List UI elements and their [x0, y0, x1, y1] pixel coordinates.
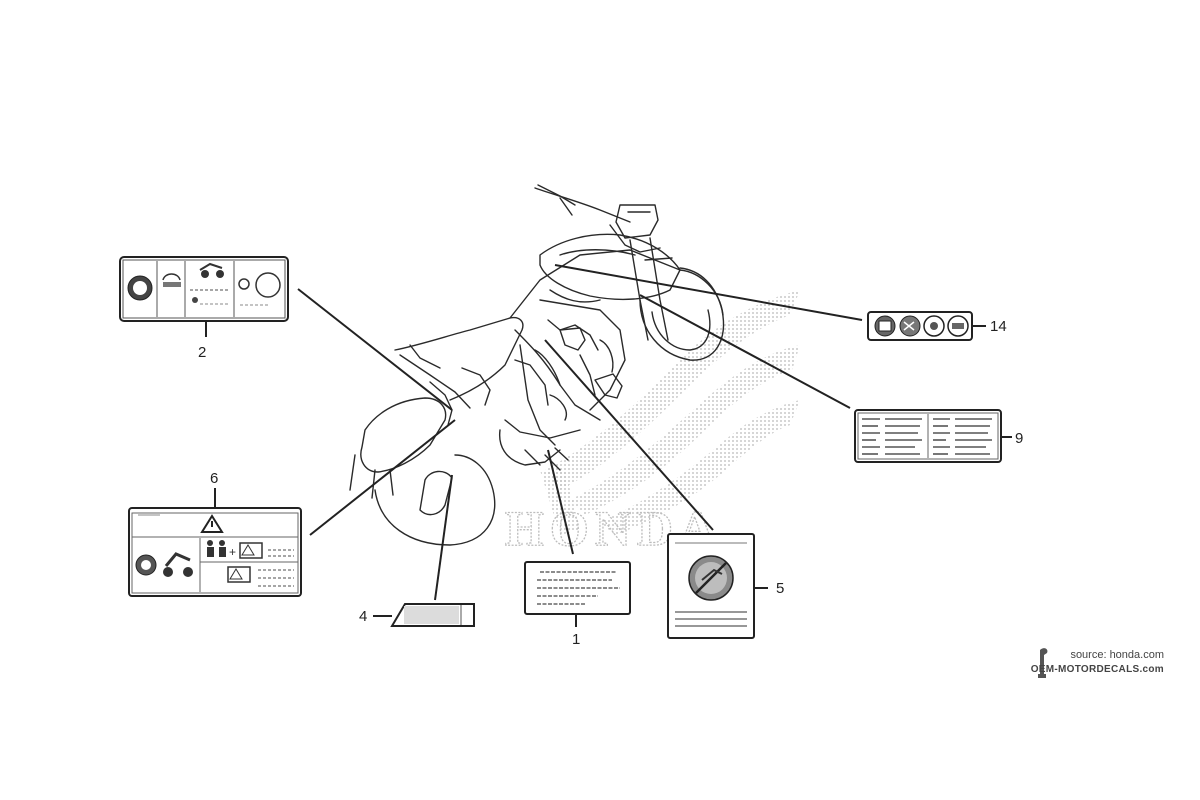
- source-credit: source: honda.com OEM-MOTORDECALS.com: [1031, 649, 1164, 675]
- callout-5: 5: [776, 580, 784, 597]
- svg-text:+: +: [229, 545, 236, 559]
- honda-wing-watermark: HONDA: [504, 290, 800, 557]
- callout-1: 1: [572, 631, 580, 648]
- callout-4: 4: [359, 608, 367, 625]
- label-2-decal: 2: [119, 256, 289, 361]
- oem-motordecals-logo-icon: [1038, 648, 1048, 678]
- motorcycle-drawing: [349, 184, 725, 546]
- label-1-decal: 1: [524, 561, 631, 648]
- label-6-decal: 6 +: [128, 470, 302, 597]
- brand-text[interactable]: OEM-MOTORDECALS.com: [1030, 664, 1164, 675]
- label-14-decal: 14: [867, 311, 1007, 341]
- source-text: source: honda.com: [1070, 649, 1164, 661]
- callout-6: 6: [210, 470, 218, 487]
- label-4-decal: 4: [359, 603, 475, 627]
- callout-14: 14: [990, 318, 1007, 335]
- callout-9: 9: [1015, 430, 1023, 447]
- label-9-decal: 9: [854, 409, 1023, 463]
- leader-lines: [297, 264, 863, 601]
- callout-2: 2: [198, 344, 206, 361]
- label-5-decal: 5: [667, 533, 784, 639]
